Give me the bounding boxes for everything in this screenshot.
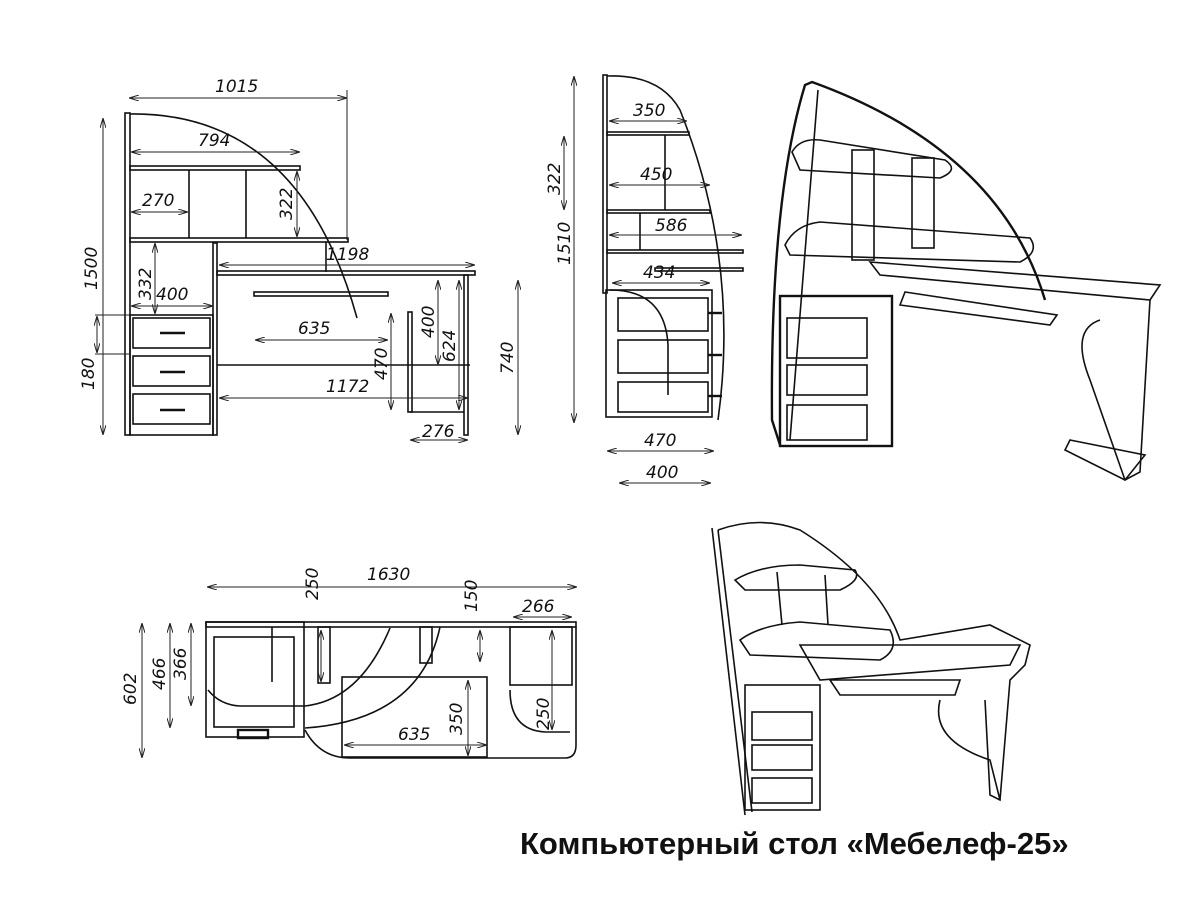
dim-450: 450 bbox=[640, 165, 672, 185]
dim-1172: 1172 bbox=[326, 377, 369, 397]
dim-180: 180 bbox=[79, 358, 99, 390]
dim-635: 635 bbox=[298, 319, 330, 339]
plan-view: 1630 250 150 266 602 466 366 350 635 250 bbox=[121, 565, 577, 759]
dim-350-side: 350 bbox=[633, 101, 665, 121]
dim-266: 266 bbox=[522, 597, 555, 617]
dim-276: 276 bbox=[422, 422, 455, 442]
dim-794: 794 bbox=[198, 131, 230, 151]
perspective-view-top bbox=[770, 80, 1162, 482]
dim-322-side: 322 bbox=[545, 163, 565, 195]
dim-466: 466 bbox=[150, 657, 170, 690]
dim-332: 332 bbox=[136, 268, 156, 300]
dim-1198: 1198 bbox=[326, 245, 369, 265]
dim-434: 434 bbox=[643, 263, 675, 283]
dim-270: 270 bbox=[142, 191, 174, 211]
dim-624: 624 bbox=[440, 330, 460, 362]
dim-150: 150 bbox=[462, 580, 482, 612]
dim-1630: 1630 bbox=[367, 565, 410, 585]
dim-470: 470 bbox=[372, 348, 392, 380]
perspective-view-bottom bbox=[711, 521, 1031, 816]
dim-586: 586 bbox=[655, 216, 688, 236]
side-view: 350 450 586 434 322 1510 470 400 bbox=[545, 74, 744, 483]
dim-470-side: 470 bbox=[644, 431, 676, 451]
dim-322: 322 bbox=[277, 188, 297, 220]
dim-1500: 1500 bbox=[82, 247, 102, 290]
dim-635-plan: 635 bbox=[398, 725, 430, 745]
dim-1015: 1015 bbox=[215, 77, 258, 97]
dim-400-shelf: 400 bbox=[419, 306, 439, 338]
dim-366: 366 bbox=[171, 647, 191, 680]
dim-602: 602 bbox=[121, 673, 141, 705]
dim-1510: 1510 bbox=[555, 222, 575, 265]
dim-740: 740 bbox=[498, 342, 518, 374]
dim-250-right: 250 bbox=[534, 698, 554, 730]
dim-400-pedestal: 400 bbox=[156, 285, 188, 305]
dim-400-side: 400 bbox=[646, 463, 678, 483]
drawing-title: Компьютерный стол «Мебелеф-25» bbox=[520, 826, 1069, 861]
front-view: 1015 794 270 322 332 400 1198 635 1172 4… bbox=[79, 77, 518, 442]
dim-350-plan: 350 bbox=[447, 703, 467, 735]
dim-250-left: 250 bbox=[303, 568, 323, 600]
